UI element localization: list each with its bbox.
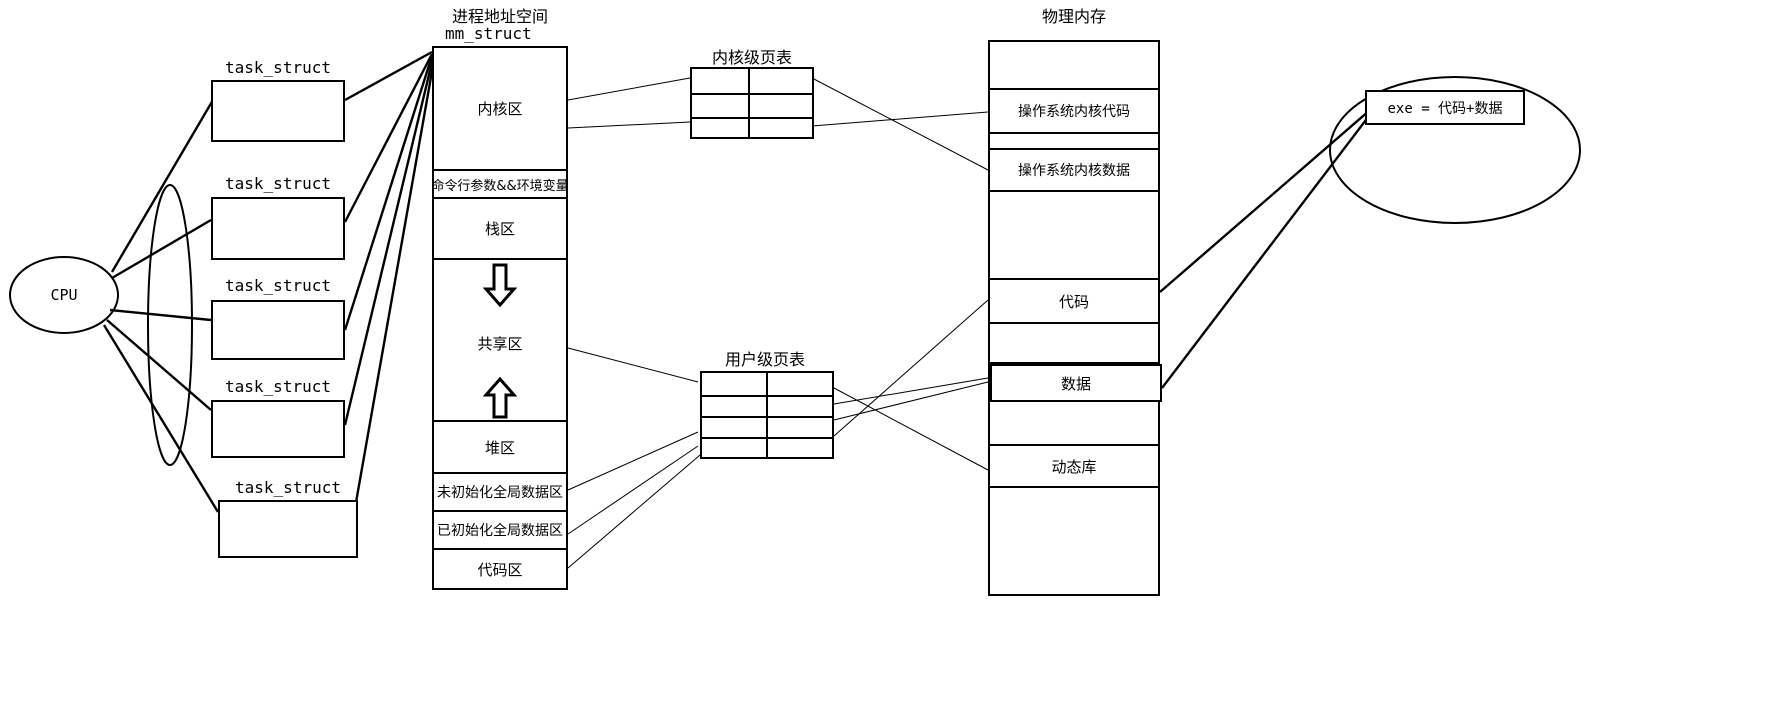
kernel-page-table[interactable] (690, 67, 814, 139)
task-struct-title-3: task_struct (225, 377, 331, 396)
region-args-env[interactable]: 命令行参数&&环境变量 (431, 171, 569, 199)
phys-block-gap-3 (990, 324, 1158, 364)
phys-block-dynamic-lib[interactable]: 动态库 (990, 446, 1158, 488)
runqueue-ellipse (147, 184, 193, 466)
region-kernel[interactable]: 内核区 (434, 48, 566, 171)
task-struct-title-2: task_struct (225, 276, 331, 295)
region-data[interactable]: 已初始化全局数据区 (434, 512, 566, 550)
task-struct-box-3[interactable] (211, 400, 345, 458)
region-text[interactable]: 代码区 (477, 560, 523, 579)
task-struct-box-1[interactable] (211, 197, 345, 260)
task-struct-title-4: task_struct (235, 478, 341, 497)
physical-memory-title: 物理内存 (1041, 7, 1106, 26)
task-struct-title-1: task_struct (225, 174, 331, 193)
region-heap[interactable]: 堆区 (434, 422, 566, 474)
task-struct-box-0[interactable] (211, 80, 345, 142)
mm-struct-title: mm_struct (445, 24, 532, 43)
phys-block-0 (990, 42, 1158, 90)
address-space-title: 进程地址空间 (451, 7, 548, 26)
region-stack-grow-arrow (434, 260, 566, 310)
task-struct-box-2[interactable] (211, 300, 345, 360)
address-space-box (432, 46, 568, 590)
task-struct-title-0: task_struct (225, 58, 331, 77)
region-stack[interactable]: 栈区 (434, 199, 566, 260)
user-page-table[interactable] (700, 371, 834, 459)
task-struct-box-4[interactable] (218, 500, 358, 558)
phys-block-code[interactable]: 代码 (990, 280, 1158, 324)
phys-block-os-kernel-data[interactable]: 操作系统内核数据 (990, 150, 1158, 192)
arrow-down-icon (483, 263, 517, 307)
phys-block-gap-2 (990, 192, 1158, 280)
phys-block-data[interactable]: 数据 (990, 364, 1162, 402)
kernel-page-table-title: 内核级页表 (711, 48, 792, 67)
cpu-label: CPU (50, 286, 78, 304)
region-shared[interactable]: 共享区 (477, 334, 523, 353)
arrow-up-icon (483, 377, 517, 419)
phys-block-gap-4 (990, 402, 1158, 446)
phys-block-os-kernel-code[interactable]: 操作系统内核代码 (990, 90, 1158, 134)
region-bss[interactable]: 未初始化全局数据区 (434, 474, 566, 512)
user-page-table-title: 用户级页表 (724, 350, 805, 369)
exe-box[interactable]: exe = 代码+数据 (1365, 90, 1525, 125)
region-heap-grow-arrow (434, 376, 566, 422)
phys-block-gap-1 (990, 134, 1158, 150)
